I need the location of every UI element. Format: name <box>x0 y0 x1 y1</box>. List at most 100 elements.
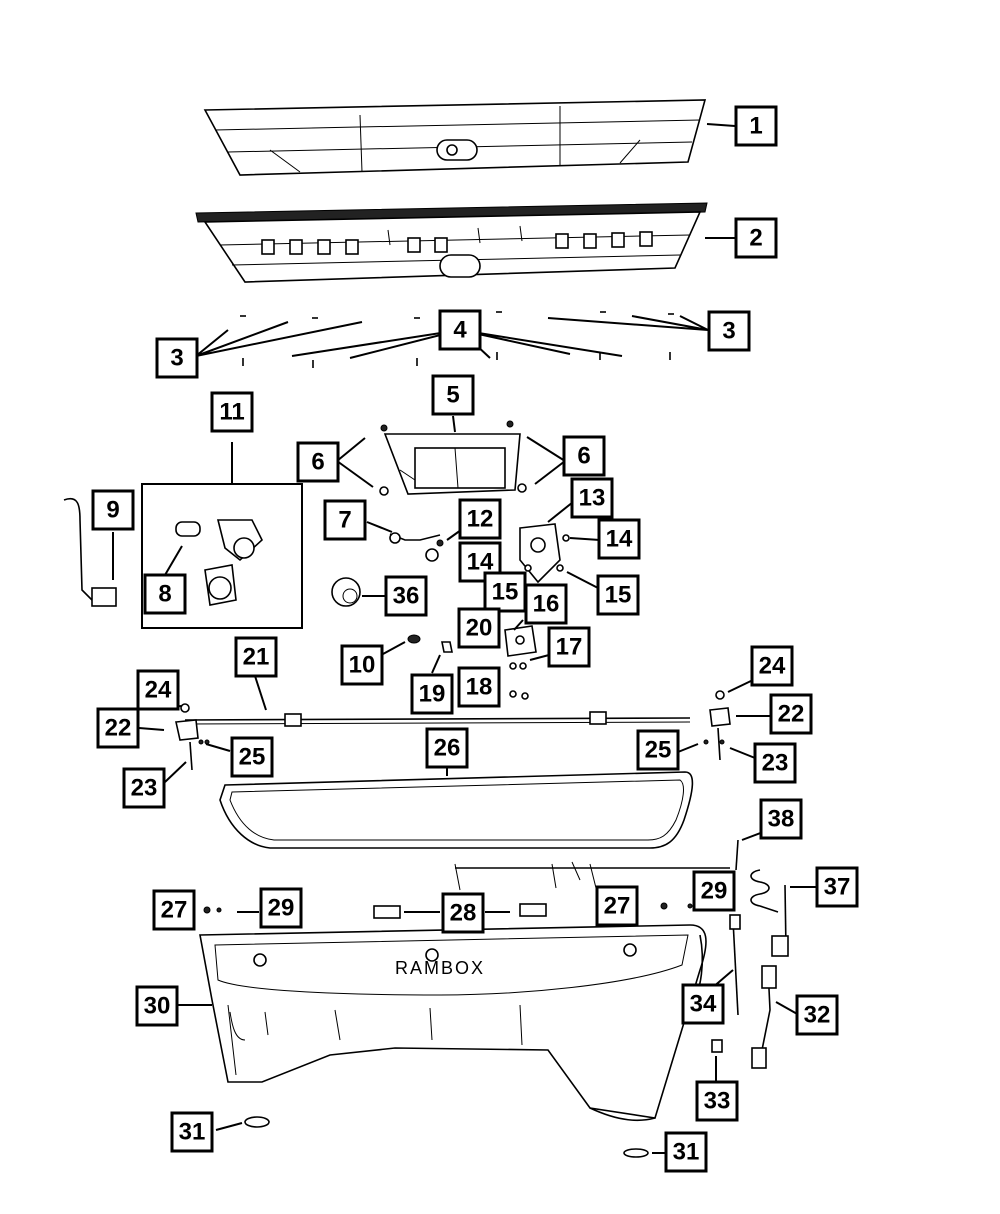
callout-6-left: 6 <box>296 441 340 483</box>
svg-text:30: 30 <box>144 993 171 1020</box>
latch-components <box>389 523 570 584</box>
svg-text:24: 24 <box>145 677 172 704</box>
callout-26: 26 <box>425 727 469 769</box>
svg-text:3: 3 <box>170 345 183 372</box>
svg-text:38: 38 <box>768 806 795 833</box>
callout-19: 19 <box>410 673 454 715</box>
callout-18: 18 <box>457 666 501 708</box>
lock-cylinder-kit <box>175 519 263 606</box>
callout-31-left: 31 <box>170 1111 214 1153</box>
callout-29-right: 29 <box>692 870 736 912</box>
part-33-34-switch <box>711 914 741 1053</box>
callout-10: 10 <box>340 644 384 686</box>
callout-15-right: 15 <box>596 574 640 616</box>
callout-8: 8 <box>143 573 187 615</box>
callout-22-right: 22 <box>769 693 813 735</box>
svg-text:15: 15 <box>605 582 632 609</box>
callout-16: 16 <box>524 583 568 625</box>
callout-38: 38 <box>759 798 803 840</box>
svg-text:11: 11 <box>219 399 244 426</box>
callout-32: 32 <box>795 994 839 1036</box>
svg-text:27: 27 <box>604 893 631 920</box>
svg-text:13: 13 <box>579 485 606 512</box>
part-5-latch-housing <box>380 420 521 495</box>
svg-text:19: 19 <box>419 681 446 708</box>
svg-text:17: 17 <box>556 634 583 661</box>
callout-5: 5 <box>431 374 475 416</box>
svg-text:7: 7 <box>338 507 351 534</box>
svg-text:25: 25 <box>239 744 266 771</box>
callout-2: 2 <box>734 217 778 259</box>
callout-3-right: 3 <box>707 310 751 352</box>
callout-20: 20 <box>457 607 501 649</box>
svg-text:36: 36 <box>393 583 420 610</box>
svg-text:15: 15 <box>492 579 519 606</box>
svg-text:29: 29 <box>268 895 295 922</box>
svg-text:10: 10 <box>349 652 376 679</box>
part-21-cable <box>184 711 691 727</box>
harness-right-group <box>735 839 789 1069</box>
svg-text:32: 32 <box>804 1002 831 1029</box>
callout-9: 9 <box>91 489 135 531</box>
svg-text:25: 25 <box>645 737 672 764</box>
callout-1: 1 <box>734 105 778 147</box>
svg-text:27: 27 <box>161 897 188 924</box>
svg-text:6: 6 <box>577 443 590 470</box>
callout-30: 30 <box>135 985 179 1027</box>
svg-text:4: 4 <box>453 317 467 344</box>
part-36-cylinder-cap <box>331 577 361 607</box>
svg-text:2: 2 <box>749 225 762 252</box>
svg-text:37: 37 <box>824 874 851 901</box>
svg-text:22: 22 <box>105 715 132 742</box>
svg-text:14: 14 <box>606 526 633 553</box>
callout-36: 36 <box>384 575 428 617</box>
callout-28: 28 <box>441 892 485 934</box>
callout-37: 37 <box>815 866 859 908</box>
latch-bracket-group <box>407 625 537 700</box>
svg-text:9: 9 <box>106 497 119 524</box>
callout-25-right: 25 <box>636 729 680 771</box>
part-26-seal <box>219 771 694 849</box>
callout-29-left: 29 <box>259 887 303 929</box>
callout-17: 17 <box>547 626 591 668</box>
callout-22-left: 22 <box>96 707 140 749</box>
svg-text:28: 28 <box>450 900 477 927</box>
svg-text:24: 24 <box>759 653 786 680</box>
part-3-4-fasteners <box>240 311 674 368</box>
callout-11: 11 <box>210 391 254 433</box>
left-hinge-group <box>175 703 210 771</box>
svg-text:34: 34 <box>690 991 717 1018</box>
callout-24-right: 24 <box>750 645 794 687</box>
callout-4: 4 <box>438 309 482 351</box>
part-31-plug-right <box>623 1148 649 1158</box>
callout-27-left: 27 <box>152 889 196 931</box>
svg-text:31: 31 <box>179 1119 206 1146</box>
callout-24-left: 24 <box>136 669 180 711</box>
svg-text:3: 3 <box>722 318 735 345</box>
part-1-tailgate-cap <box>203 99 707 176</box>
tailgate-wiring <box>203 861 730 919</box>
callout-7: 7 <box>323 499 367 541</box>
svg-text:26: 26 <box>434 735 461 762</box>
svg-text:16: 16 <box>533 591 560 618</box>
callout-25-left: 25 <box>230 736 274 778</box>
part-2-upper-trim <box>195 202 708 283</box>
tailgate-emblem: RAMBOX <box>395 958 485 978</box>
callout-31-right: 31 <box>664 1131 708 1173</box>
svg-text:18: 18 <box>466 674 493 701</box>
svg-text:29: 29 <box>701 878 728 905</box>
callout-13: 13 <box>570 477 614 519</box>
callout-12: 12 <box>458 498 502 540</box>
callout-27-right: 27 <box>595 885 639 927</box>
svg-text:12: 12 <box>467 506 494 533</box>
svg-text:22: 22 <box>778 701 805 728</box>
svg-text:20: 20 <box>466 615 493 642</box>
callout-6-right: 6 <box>562 435 606 477</box>
svg-text:33: 33 <box>704 1088 731 1115</box>
part-30-inner-panel <box>199 924 707 1122</box>
callout-33: 33 <box>695 1080 739 1122</box>
svg-text:31: 31 <box>673 1139 700 1166</box>
part-31-plug-left <box>244 1116 270 1128</box>
part-11-kit-frame <box>141 483 303 629</box>
